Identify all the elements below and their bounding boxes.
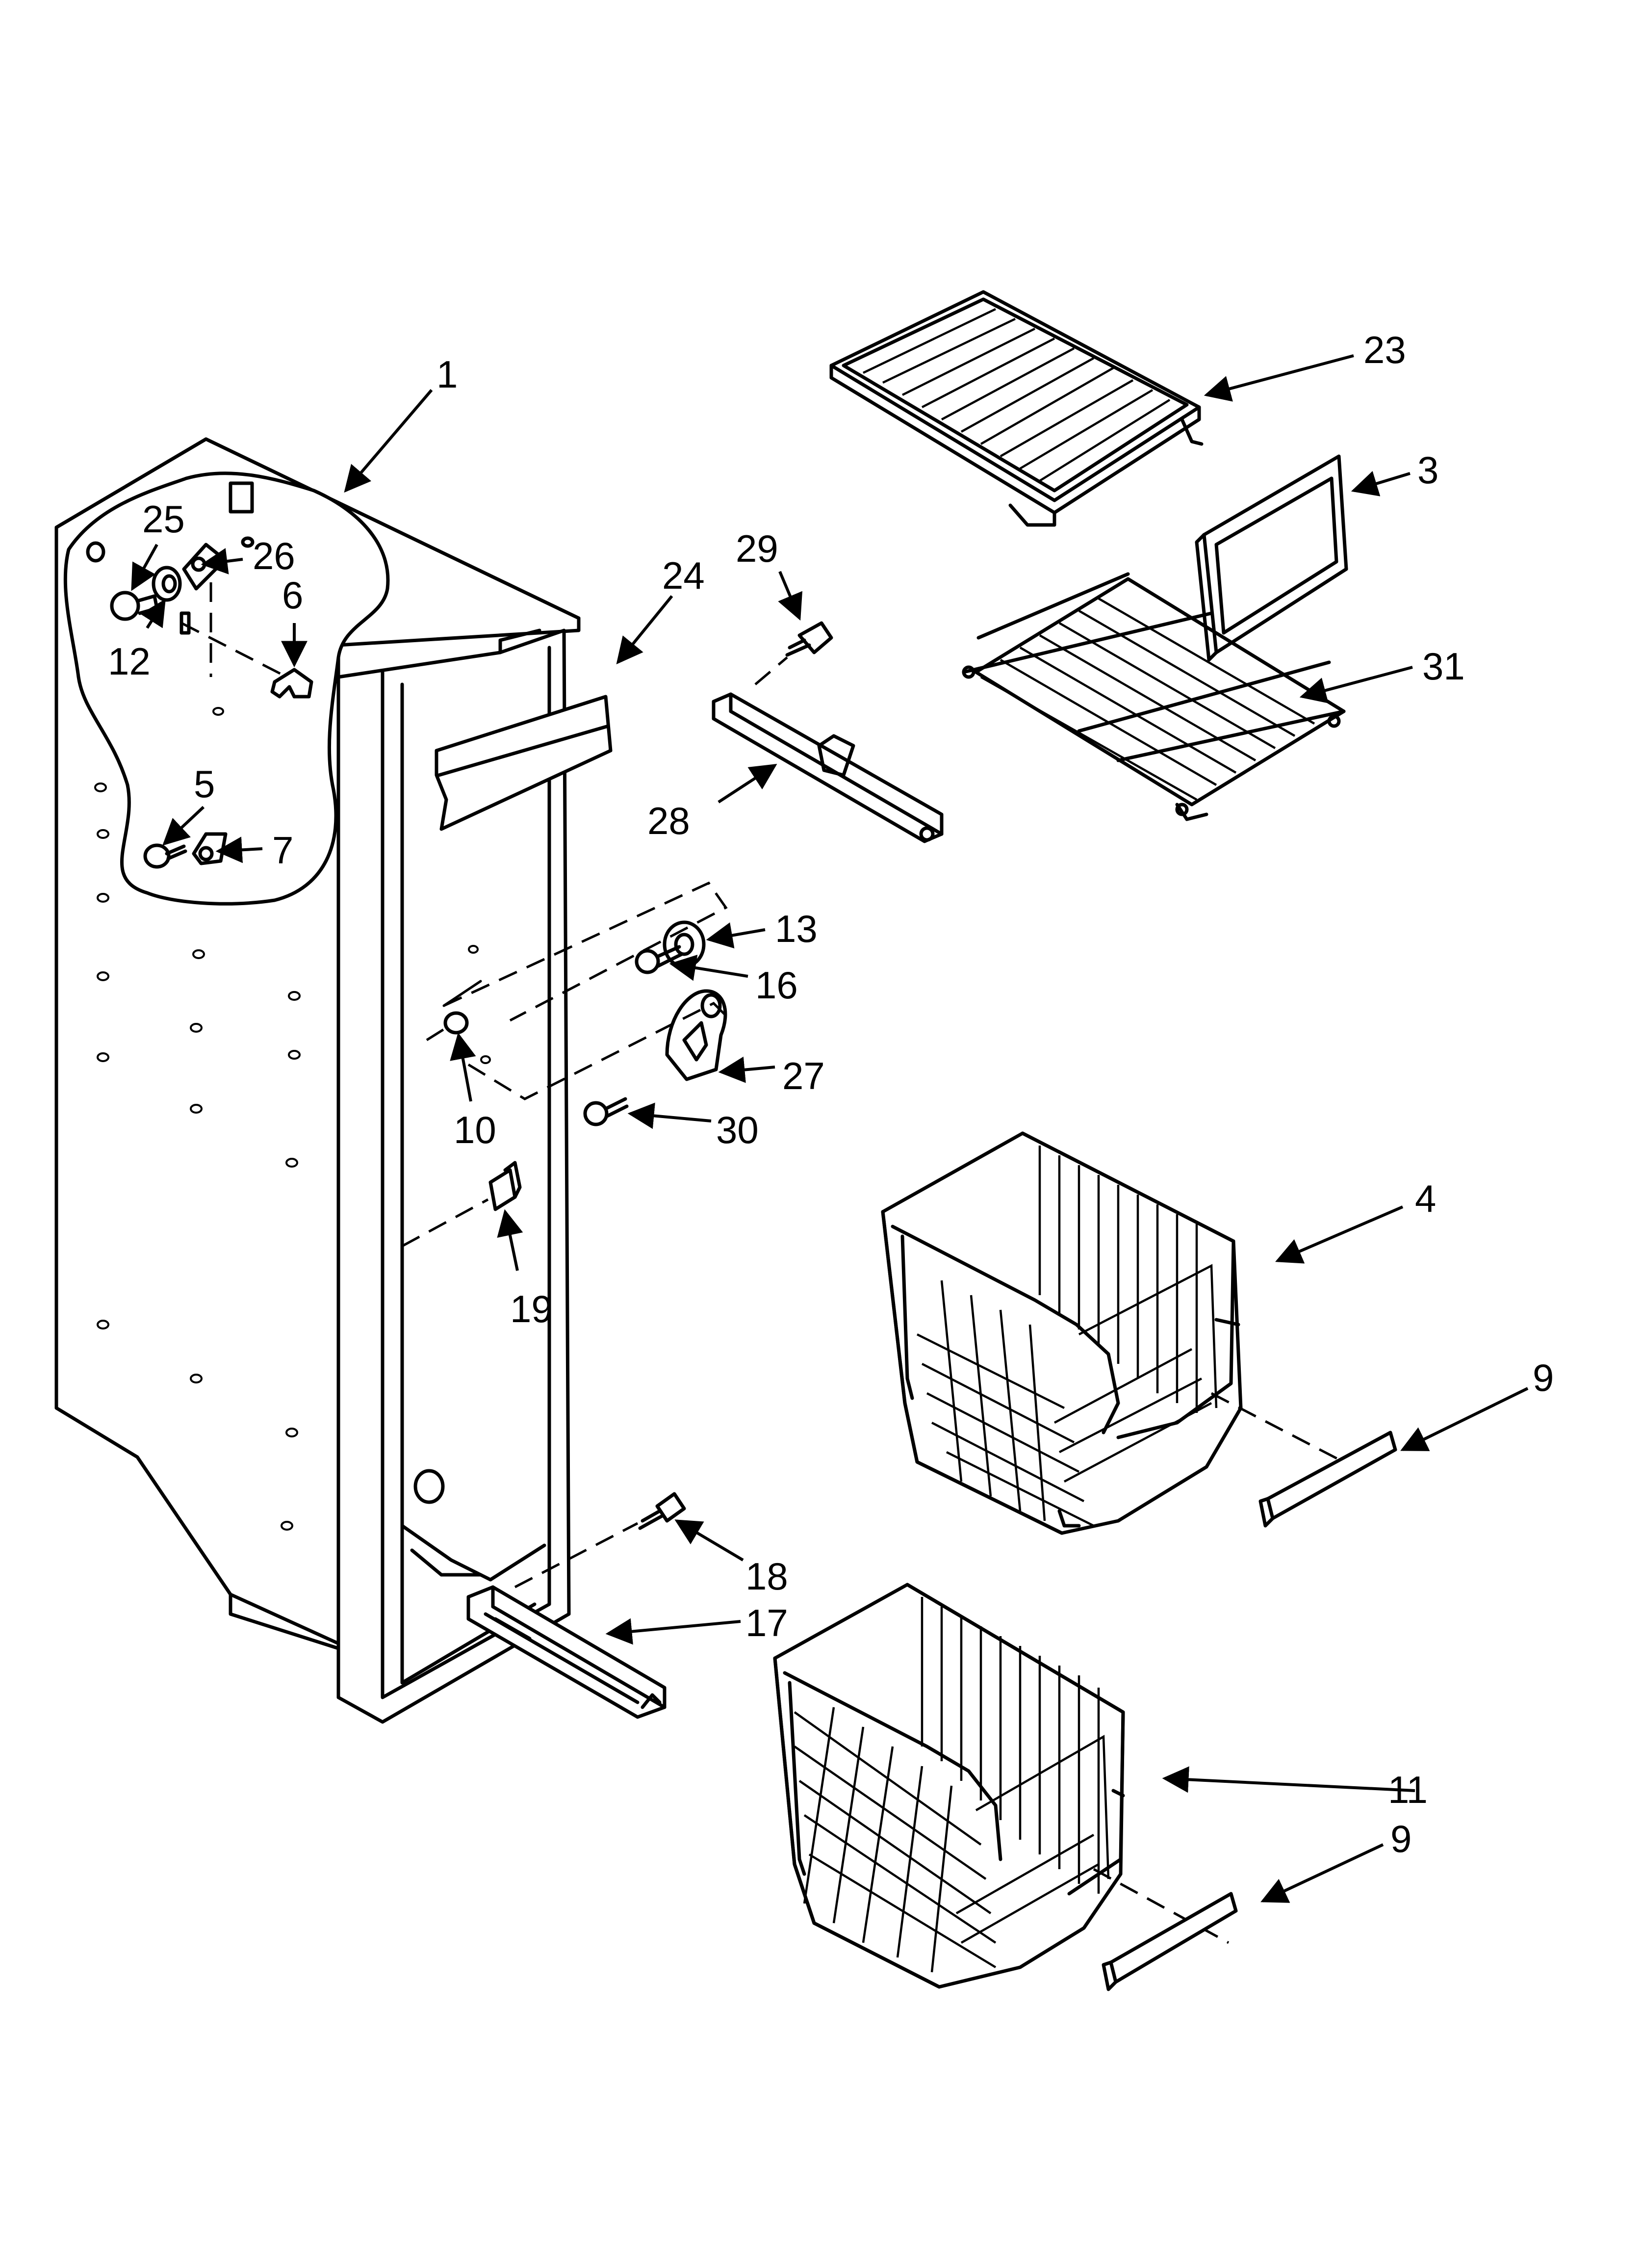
rail-28 <box>712 692 944 843</box>
callout-19: 19 <box>510 1287 553 1330</box>
callout-labels: 1 23 3 29 24 31 25 26 6 12 28 5 7 13 16 … <box>108 328 1554 1860</box>
plug-10 <box>426 1011 469 1042</box>
screw-29 <box>754 621 833 685</box>
callout-3: 3 <box>1417 448 1438 492</box>
callout-30: 30 <box>716 1108 759 1151</box>
screw-30 <box>583 1097 629 1126</box>
basket-clip-9a <box>1258 1431 1397 1528</box>
hinge-bracket-27 <box>665 989 727 1081</box>
callout-25: 25 <box>142 497 185 541</box>
basket-clip-9b <box>1102 1892 1238 1991</box>
foam-strip <box>435 695 613 831</box>
callout-26: 26 <box>253 534 295 577</box>
basket-11 <box>773 1583 1125 1989</box>
callout-5: 5 <box>194 762 215 806</box>
shelf-23 <box>829 290 1204 527</box>
callout-28: 28 <box>647 799 690 842</box>
callout-11: 11 <box>1388 1768 1428 1811</box>
callout-12: 12 <box>108 640 151 683</box>
callout-13: 13 <box>775 907 818 950</box>
callout-7: 7 <box>272 829 293 872</box>
switch-19 <box>401 1161 522 1248</box>
callout-29: 29 <box>736 527 778 570</box>
screw-5 <box>143 843 187 869</box>
screw-18 <box>514 1492 686 1589</box>
callout-31: 31 <box>1422 645 1465 688</box>
panel-3 <box>1195 454 1348 662</box>
callout-10: 10 <box>454 1108 496 1151</box>
callout-27: 27 <box>782 1054 825 1097</box>
callout-18: 18 <box>745 1555 788 1598</box>
basket-4 <box>881 1131 1243 1535</box>
callout-16: 16 <box>755 964 798 1007</box>
leader-lines <box>131 354 1529 1903</box>
callout-23: 23 <box>1363 328 1406 371</box>
light-socket <box>152 566 182 602</box>
grille-17 <box>466 1585 667 1719</box>
callout-6: 6 <box>282 574 303 617</box>
liner-holes <box>94 782 301 1531</box>
wire-shelf-31 <box>962 572 1346 821</box>
callout-4: 4 <box>1415 1177 1436 1220</box>
callout-1: 1 <box>436 353 458 396</box>
callout-24: 24 <box>662 554 705 597</box>
clip-part <box>270 668 313 699</box>
callout-17: 17 <box>745 1601 788 1644</box>
screw-16 <box>635 945 684 974</box>
callout-9b: 9 <box>1390 1817 1411 1860</box>
callout-9a: 9 <box>1533 1356 1554 1399</box>
